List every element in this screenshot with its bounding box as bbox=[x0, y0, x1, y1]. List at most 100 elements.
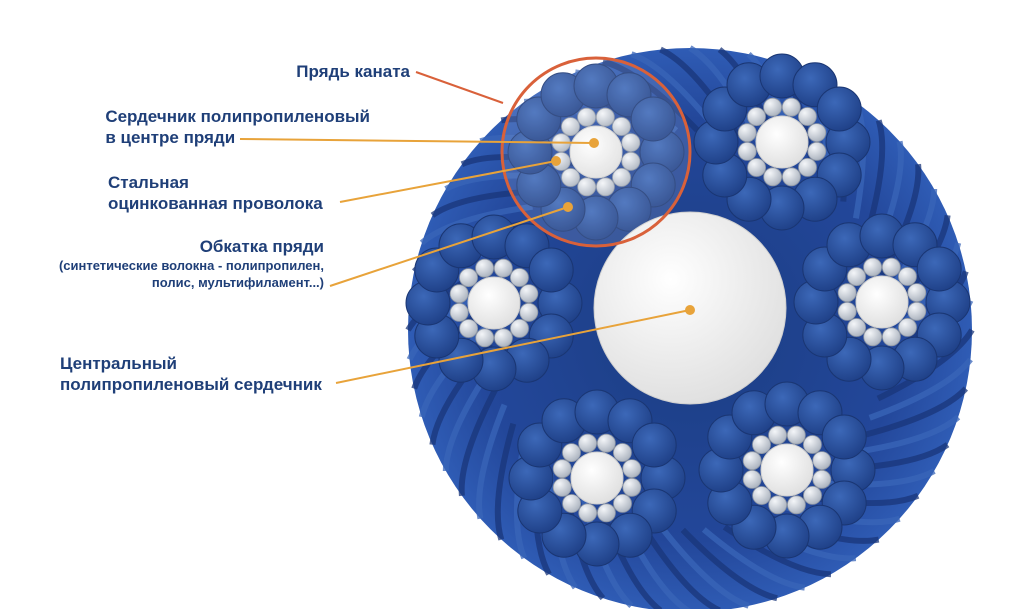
twist-fiber bbox=[494, 422, 517, 541]
steel-wire bbox=[519, 302, 539, 322]
steel-wire bbox=[510, 268, 529, 287]
dot-strand-core bbox=[589, 138, 599, 148]
label-strand-core-line1: Сердечник полипропиленовый bbox=[105, 107, 370, 126]
steel-wire bbox=[837, 283, 857, 303]
synthetic-fiber-bundle bbox=[630, 96, 676, 142]
strand bbox=[507, 63, 685, 241]
steel-wire bbox=[781, 97, 801, 117]
steel-wire bbox=[786, 425, 806, 445]
synthetic-fiber-bundle bbox=[916, 246, 962, 292]
steel-wire bbox=[519, 284, 539, 304]
label-strand-core-line2: в центре пряди bbox=[105, 128, 236, 147]
steel-wire bbox=[577, 177, 597, 197]
steel-wire bbox=[907, 283, 927, 303]
steel-wire bbox=[562, 443, 581, 463]
steel-wire bbox=[493, 258, 513, 278]
twist-fiber bbox=[876, 328, 975, 402]
steel-wire bbox=[752, 486, 771, 505]
label-strand-core: Сердечник полипропиленовый в центре пряд… bbox=[105, 106, 370, 148]
steel-wire bbox=[812, 451, 832, 471]
strand bbox=[693, 53, 871, 231]
steel-wire bbox=[807, 141, 827, 161]
steel-wire bbox=[552, 459, 572, 479]
twist-fiber bbox=[701, 527, 806, 591]
label-steel-wire-line2: оцинкованная проволока bbox=[108, 194, 323, 213]
steel-wire bbox=[742, 451, 762, 471]
synthetic-fiber-bundle bbox=[816, 86, 862, 132]
twist-fiber bbox=[858, 386, 968, 440]
label-strand-cover-title: Обкатка пряди bbox=[199, 237, 324, 256]
steel-wire bbox=[882, 327, 901, 347]
steel-wire bbox=[752, 435, 771, 455]
strand-core bbox=[855, 275, 909, 329]
steel-wire bbox=[847, 267, 866, 287]
strand bbox=[405, 214, 583, 392]
steel-wire bbox=[578, 503, 598, 523]
steel-wire bbox=[475, 328, 495, 348]
steel-wire bbox=[787, 495, 806, 515]
label-steel-wire-line1: Стальная bbox=[108, 173, 189, 192]
steel-wire bbox=[449, 284, 469, 304]
strand bbox=[508, 389, 686, 567]
steel-wire bbox=[459, 319, 479, 338]
steel-wire bbox=[510, 318, 529, 338]
synthetic-fiber-bundle bbox=[821, 414, 867, 460]
twist-fiber bbox=[458, 383, 501, 497]
steel-wire bbox=[621, 151, 641, 171]
steel-wire bbox=[768, 495, 788, 515]
steel-wire bbox=[562, 494, 581, 513]
steel-wire bbox=[561, 168, 580, 187]
steel-wire bbox=[881, 257, 901, 277]
steel-wire bbox=[596, 177, 615, 197]
steel-wire bbox=[577, 107, 596, 127]
steel-wire bbox=[597, 503, 616, 523]
steel-wire bbox=[812, 469, 832, 489]
steel-wire bbox=[622, 477, 642, 497]
steel-wire bbox=[613, 493, 632, 513]
label-strand-cover: Обкатка пряди (синтетические волокна - п… bbox=[59, 236, 324, 291]
steel-wire bbox=[847, 318, 866, 337]
steel-wire bbox=[803, 485, 822, 505]
label-strand-cover-line2: (синтетические волокна - полипропилен, bbox=[58, 258, 324, 273]
steel-wire bbox=[747, 158, 766, 177]
label-central-core-line1: Центральный bbox=[60, 354, 177, 373]
dot-steel-wire bbox=[551, 156, 561, 166]
leader-lines bbox=[239, 71, 691, 384]
steel-wire bbox=[742, 469, 762, 489]
steel-wire bbox=[863, 327, 883, 347]
steel-wire bbox=[798, 157, 817, 177]
steel-wire bbox=[612, 167, 631, 187]
steel-wire bbox=[621, 133, 641, 153]
steel-wire bbox=[737, 123, 757, 143]
synthetic-fiber-bundle bbox=[528, 247, 574, 293]
steel-wire bbox=[552, 477, 572, 497]
steel-wire bbox=[595, 107, 615, 127]
steel-wire bbox=[622, 459, 642, 479]
leader-strand bbox=[415, 71, 504, 104]
label-strand-text: Прядь каната bbox=[296, 62, 410, 81]
leader-strand-cover bbox=[329, 206, 569, 287]
rope-strands bbox=[405, 53, 971, 567]
steel-wire bbox=[807, 123, 827, 143]
twist-fiber bbox=[868, 357, 973, 421]
steel-wire bbox=[737, 141, 757, 161]
strand bbox=[793, 213, 971, 391]
steel-wire bbox=[561, 117, 580, 136]
twist-fiber bbox=[680, 527, 778, 602]
steel-wire bbox=[803, 435, 822, 454]
steel-wire bbox=[863, 257, 882, 277]
steel-wire bbox=[449, 302, 469, 322]
leader-steel-wire bbox=[339, 160, 557, 203]
steel-wire bbox=[898, 317, 917, 337]
steel-wire bbox=[782, 167, 801, 187]
label-central-core-line2: полипропиленовый сердечник bbox=[60, 375, 322, 394]
strand-core bbox=[570, 451, 624, 505]
strand-core bbox=[760, 443, 814, 497]
leader-dots bbox=[551, 138, 695, 315]
dot-strand-cover bbox=[563, 202, 573, 212]
steel-wire bbox=[798, 107, 817, 126]
steel-wire bbox=[898, 267, 917, 286]
steel-wire bbox=[763, 97, 782, 117]
strand bbox=[698, 381, 876, 559]
